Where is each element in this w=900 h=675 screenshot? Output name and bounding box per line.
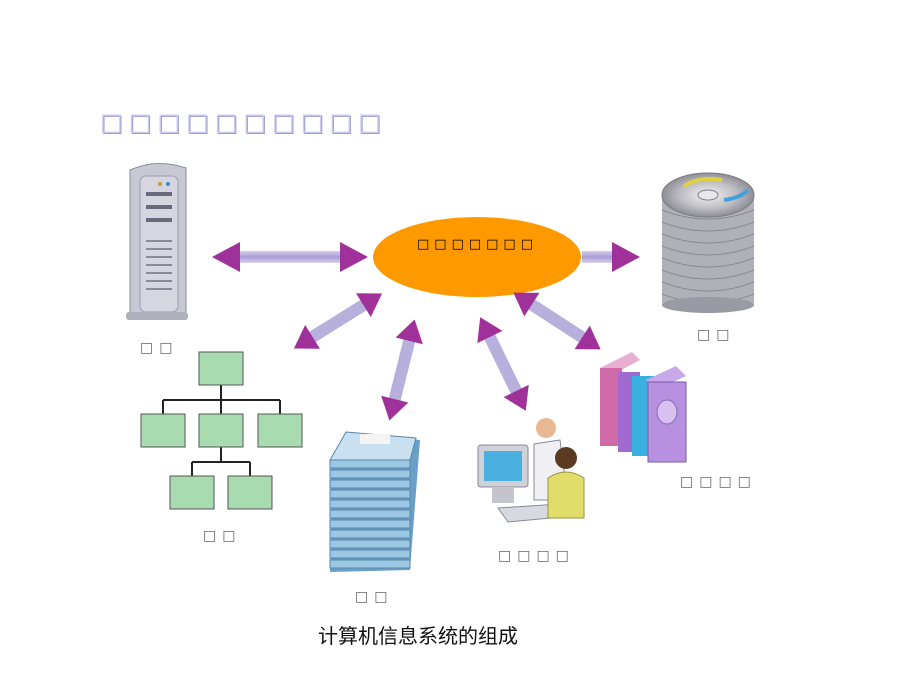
users-label: □□□□ (498, 548, 575, 564)
arrow-books (513, 292, 601, 350)
center-node-label: □□□□□□□ (417, 237, 538, 252)
arrow-server (212, 242, 368, 272)
server-label: □□ (140, 340, 179, 356)
diagram-caption: 计算机信息系统的组成 (318, 624, 518, 648)
arrow-cds (582, 242, 640, 272)
books-icon (600, 352, 687, 463)
floppy-disks-icon (329, 431, 420, 572)
page-title: □□□□□□□□□□ (100, 108, 387, 136)
cds-label: □□ (697, 327, 736, 343)
hierarchy-boxes (140, 351, 303, 510)
users-at-computer-icon (477, 418, 585, 523)
server-icon (126, 163, 188, 320)
disks-label: □□ (355, 589, 394, 605)
center-node (373, 217, 581, 297)
arrow-users (477, 317, 529, 411)
hierarchy-label: □□ (203, 528, 242, 544)
cd-stack-icon (661, 172, 755, 313)
arrow-hierarchy (293, 293, 383, 349)
hierarchy-chart-icon (162, 385, 281, 476)
books-label: □□□□ (680, 474, 757, 490)
arrow-disks (381, 319, 423, 421)
